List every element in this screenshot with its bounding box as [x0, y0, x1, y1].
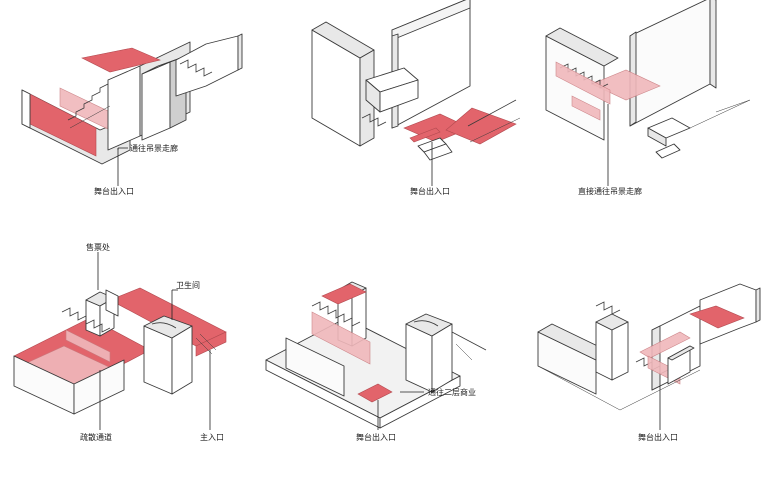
p1-label-corridor: 通往吊景走廊 — [130, 143, 178, 153]
p5-label-stage-entrance: 舞台出入口 — [356, 432, 396, 442]
panel-3-diagram — [545, 0, 751, 186]
p4-label-evacuation: 疏散通道 — [80, 432, 112, 442]
panel-5-diagram — [265, 281, 487, 430]
p4-label-restroom: 卫生间 — [176, 280, 200, 290]
p3-label-direct-corridor: 直接通往吊景走廊 — [578, 186, 642, 196]
panel-2-diagram — [311, 0, 521, 186]
p1-label-stage-entrance: 舞台出入口 — [94, 186, 134, 196]
panel-4-diagram — [13, 252, 227, 430]
panel-1-diagram — [21, 33, 243, 186]
p4-label-ticket-office: 售票处 — [86, 242, 110, 252]
p6-label-stage-entrance: 舞台出入口 — [638, 432, 678, 442]
panel-6-diagram — [537, 283, 761, 430]
p5-label-second-floor: 通往二层商业 — [428, 387, 476, 397]
p4-label-main-entrance: 主入口 — [200, 432, 224, 442]
p2-label-stage-entrance: 舞台出入口 — [410, 186, 450, 196]
